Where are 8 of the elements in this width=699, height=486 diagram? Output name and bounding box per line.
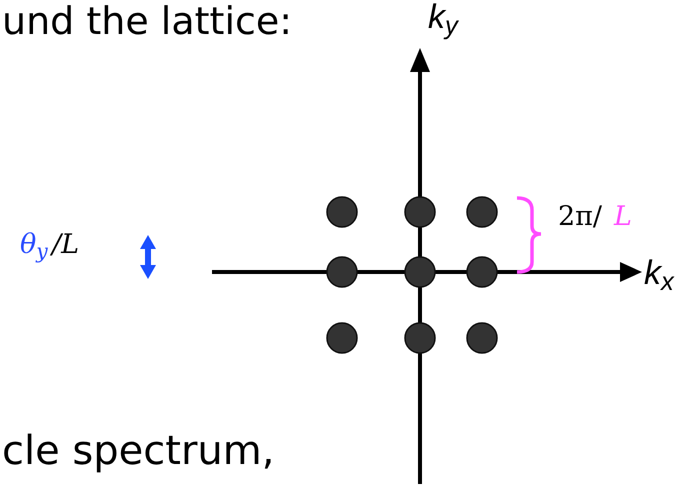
math-label: L [614, 200, 632, 234]
math-label: 2π/ [558, 200, 602, 234]
math-label: /L [52, 228, 80, 262]
axis-label: k$_{x}$ [644, 253, 674, 294]
math-label: θ$_{y}$ [20, 228, 48, 262]
heading-text: und the lattice: [2, 0, 292, 45]
body-text: cle spectrum, [2, 427, 274, 476]
axis-label: k$_{y}$ [428, 0, 458, 38]
